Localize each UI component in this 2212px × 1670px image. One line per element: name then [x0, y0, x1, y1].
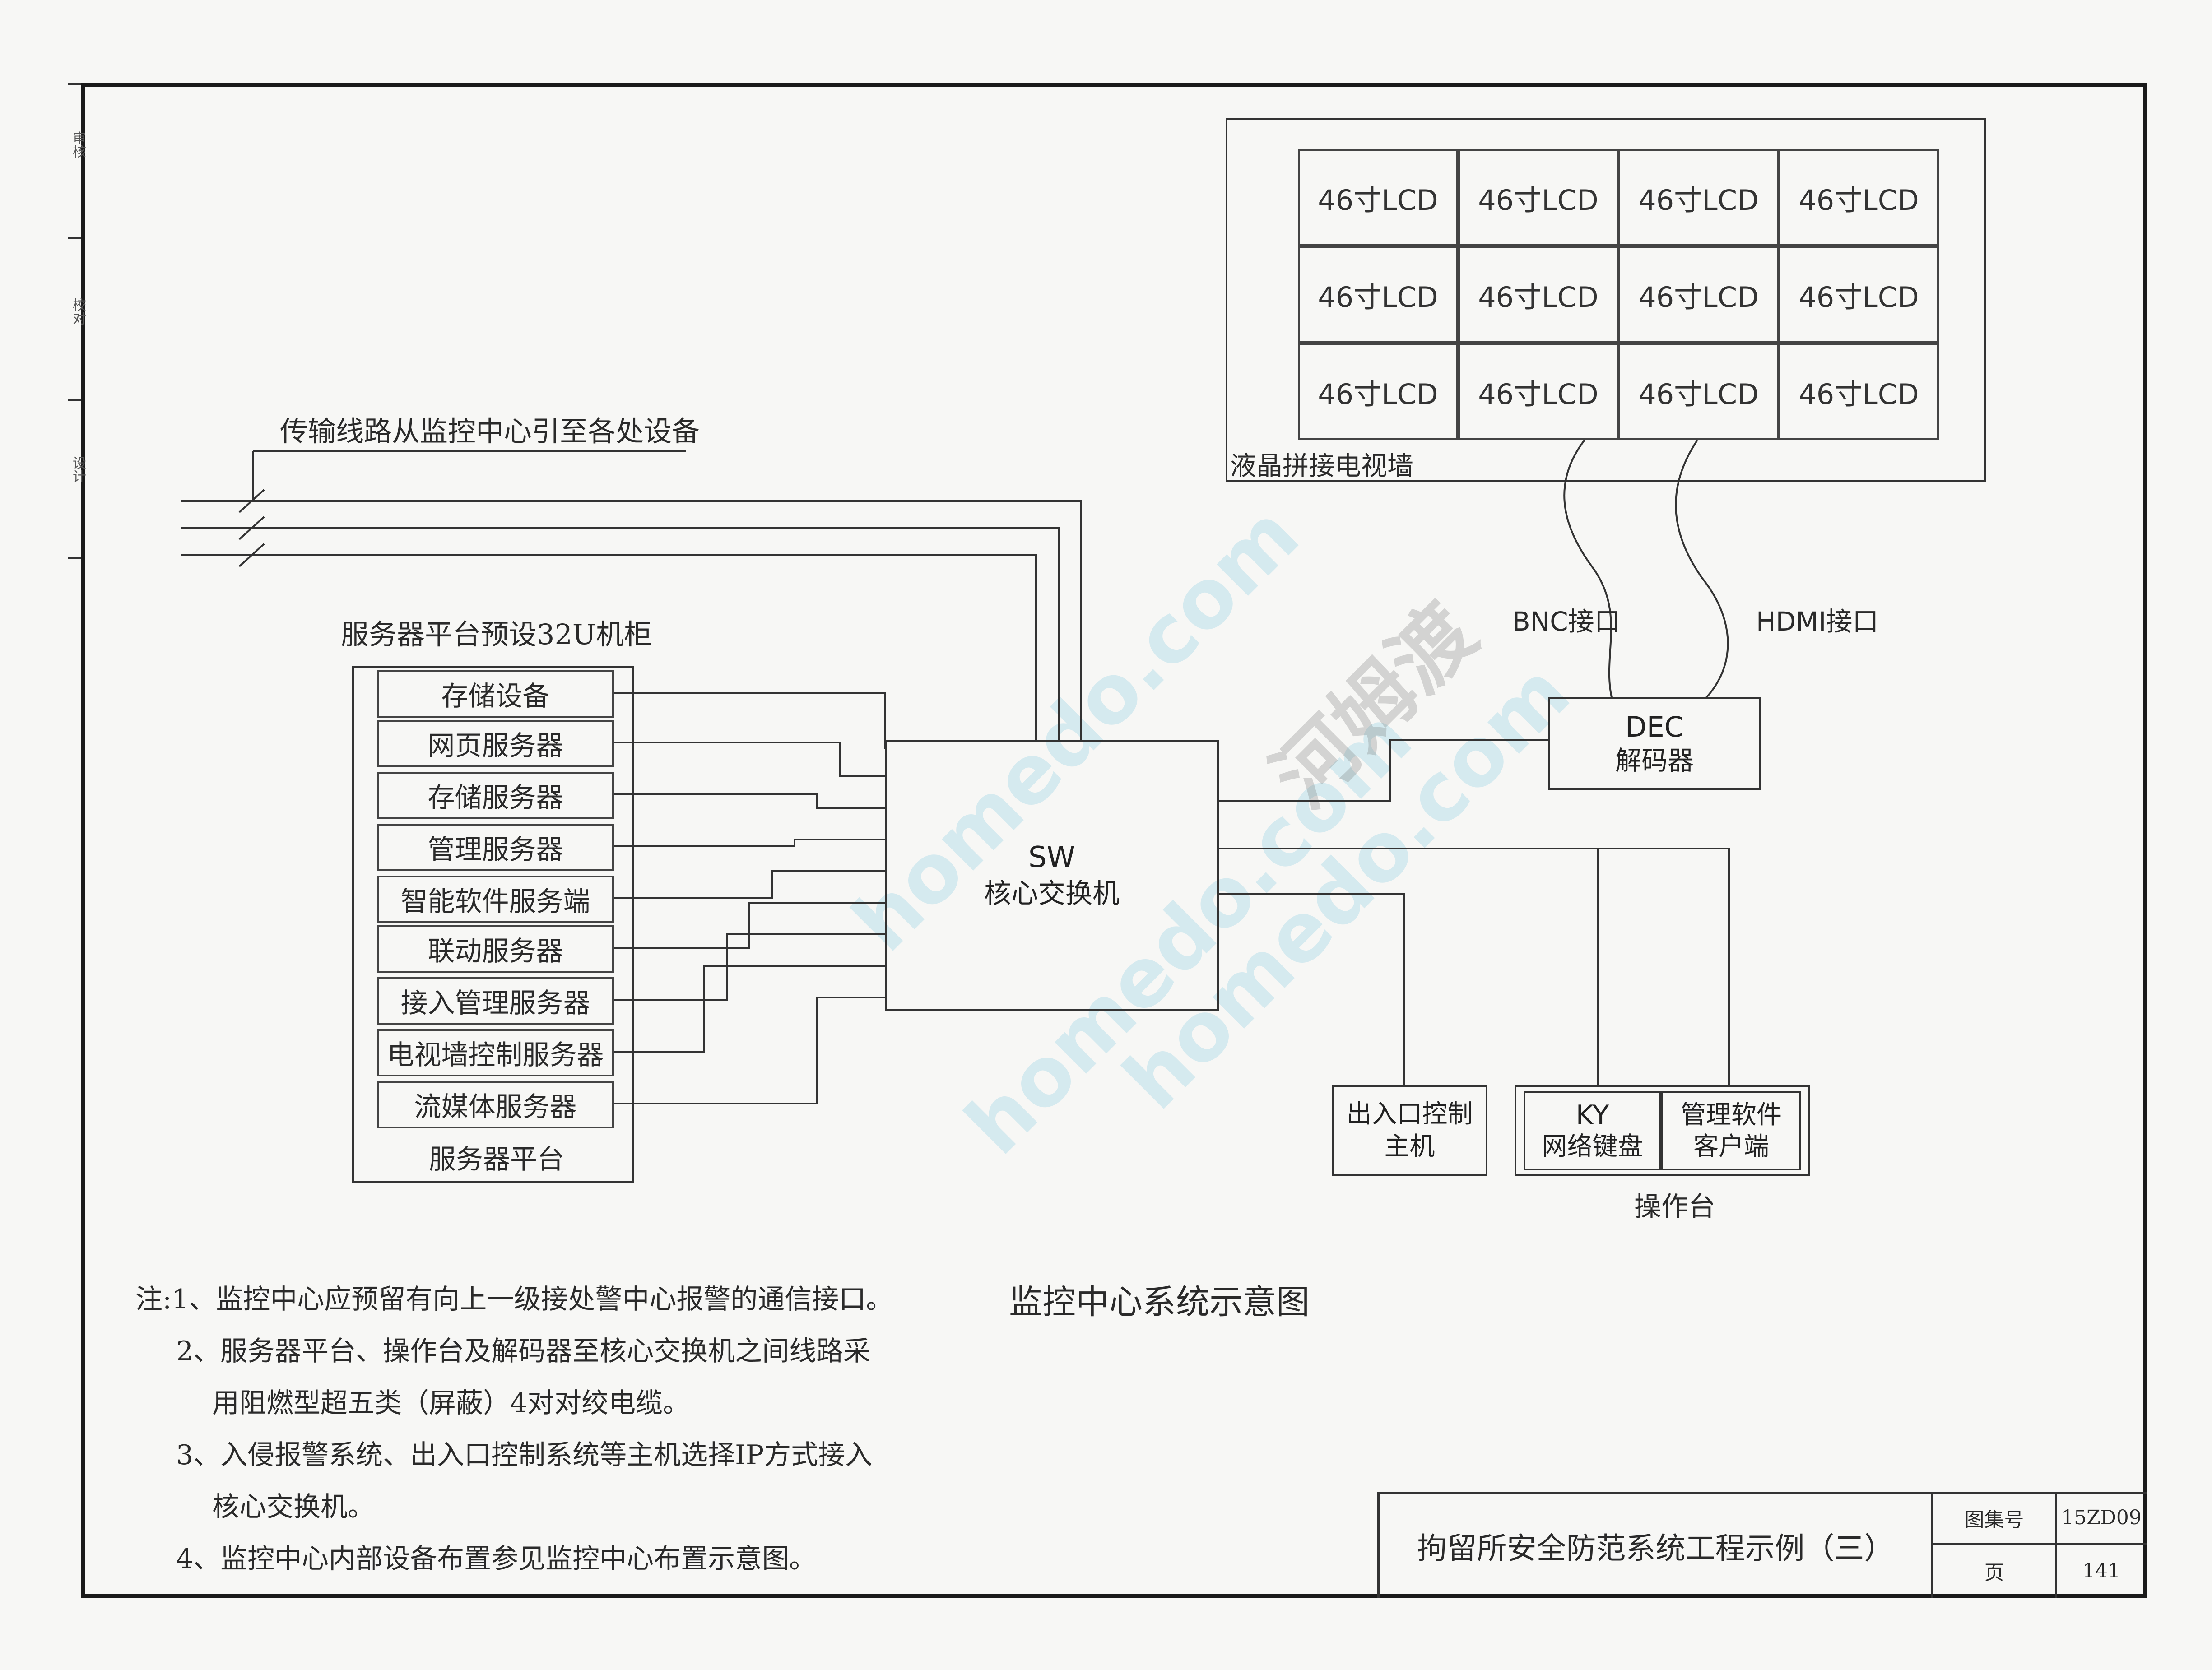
- ky-line2: 网络键盘: [1542, 1132, 1643, 1161]
- video-wall-frame: [1226, 118, 1986, 482]
- server-item-storage-device: 存储设备: [377, 670, 614, 718]
- server-platform-label: 服务器平台: [429, 1144, 564, 1175]
- server-item-intelligent-software: 智能软件服务端: [377, 876, 614, 923]
- title-block-title: 拘留所安全防范系统工程示例（三）: [1417, 1531, 1894, 1566]
- video-wall-label: 液晶拼接电视墙: [1230, 450, 1414, 481]
- cabinet-label: 服务器平台预设32U机柜: [341, 618, 652, 651]
- lcd-panel: 46寸LCD: [1458, 149, 1618, 246]
- note-3: 3、入侵报警系统、出入口控制系统等主机选择IP方式接入: [176, 1439, 873, 1471]
- page-label: 页: [1984, 1561, 2004, 1584]
- diagram-title: 监控中心系统示意图: [1009, 1283, 1310, 1322]
- server-item-linkage-server: 联动服务器: [377, 925, 614, 973]
- ky-line1: KY: [1575, 1099, 1609, 1131]
- note-2: 2、服务器平台、操作台及解码器至核心交换机之间线路采: [176, 1336, 871, 1367]
- lcd-panel: 46寸LCD: [1618, 343, 1779, 440]
- lcd-panel: 46寸LCD: [1298, 343, 1458, 440]
- mgmt-client-box: 管理软件 客户端: [1661, 1091, 1801, 1170]
- atlas-number-value: 15ZD09: [2061, 1506, 2142, 1529]
- margin-label-review: 审核: [70, 131, 86, 158]
- lcd-panel: 46寸LCD: [1458, 343, 1618, 440]
- console-label: 操作台: [1634, 1191, 1715, 1223]
- server-item-management-server: 管理服务器: [377, 824, 614, 871]
- hdmi-label: HDMI接口: [1756, 606, 1879, 637]
- decoder-box: DEC 解码器: [1548, 697, 1761, 790]
- lcd-panel: 46寸LCD: [1458, 246, 1618, 343]
- lcd-panel: 46寸LCD: [1618, 246, 1779, 343]
- title-block: [1377, 1492, 2147, 1598]
- lcd-panel: 46寸LCD: [1779, 246, 1939, 343]
- margin-ticks: [68, 84, 81, 580]
- decoder-line1: DEC: [1625, 710, 1684, 743]
- server-item-web-server: 网页服务器: [377, 720, 614, 767]
- decoder-line2: 解码器: [1615, 745, 1694, 776]
- server-item-access-management: 接入管理服务器: [377, 977, 614, 1025]
- access-host-line1: 出入口控制: [1346, 1099, 1473, 1129]
- server-cabinet: [352, 666, 634, 1183]
- network-keyboard-box: KY 网络键盘: [1524, 1091, 1661, 1170]
- transmission-label: 传输线路从监控中心引至各处设备: [280, 415, 700, 448]
- note-1: 注:1、监控中心应预留有向上一级接处警中心报警的通信接口。: [135, 1284, 893, 1315]
- lcd-panel: 46寸LCD: [1779, 343, 1939, 440]
- drawing-frame: [81, 84, 2147, 1598]
- note-4: 4、监控中心内部设备布置参见监控中心布置示意图。: [176, 1543, 817, 1575]
- mgmt-line2: 客户端: [1693, 1132, 1769, 1161]
- margin-label-check: 校对: [70, 298, 86, 325]
- lcd-panel: 46寸LCD: [1298, 246, 1458, 343]
- lcd-panel: 46寸LCD: [1618, 149, 1779, 246]
- lcd-panel: 46寸LCD: [1298, 149, 1458, 246]
- lcd-panel: 46寸LCD: [1779, 149, 1939, 246]
- note-3-cont: 核心交换机。: [212, 1491, 375, 1523]
- page-value: 141: [2082, 1559, 2120, 1582]
- access-host-line2: 主机: [1384, 1132, 1435, 1161]
- core-switch-box: SW 核心交换机: [885, 740, 1219, 1011]
- console-frame: [1515, 1086, 1810, 1176]
- access-host-box: 出入口控制 主机: [1332, 1086, 1487, 1176]
- video-wall-grid: 46寸LCD 46寸LCD 46寸LCD 46寸LCD 46寸LCD 46寸LC…: [1298, 149, 1939, 440]
- switch-line2: 核心交换机: [984, 878, 1120, 909]
- atlas-number-label: 图集号: [1964, 1508, 2024, 1531]
- server-item-tv-wall-control: 电视墙控制服务器: [377, 1029, 614, 1076]
- bnc-label: BNC接口: [1512, 606, 1621, 637]
- margin-label-design: 设计: [70, 456, 86, 483]
- server-item-streaming-media: 流媒体服务器: [377, 1081, 614, 1128]
- switch-line1: SW: [1028, 841, 1075, 874]
- server-item-storage-server: 存储服务器: [377, 772, 614, 819]
- note-2-cont: 用阻燃型超五类（屏蔽）4对对绞电缆。: [212, 1387, 690, 1419]
- mgmt-line1: 管理软件: [1681, 1100, 1782, 1130]
